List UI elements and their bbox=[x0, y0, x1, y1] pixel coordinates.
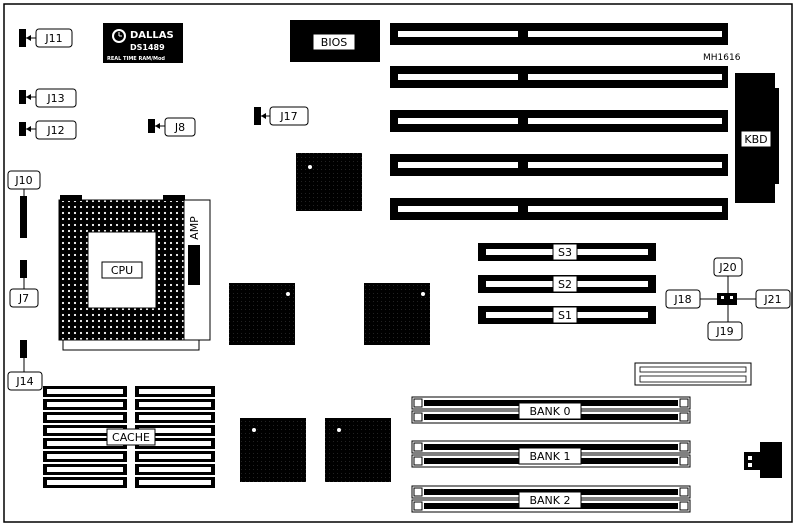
j13-label: J13 bbox=[46, 92, 64, 105]
model-label: MH1616 bbox=[703, 53, 741, 63]
j19-label: J19 bbox=[715, 325, 733, 338]
header-strip bbox=[634, 362, 752, 386]
simm-slot-s1: S1 bbox=[478, 306, 656, 324]
cache-chip bbox=[135, 412, 215, 423]
s1-label: S1 bbox=[558, 309, 572, 322]
jumper-j8: J8 bbox=[148, 117, 196, 137]
cache-chips bbox=[43, 386, 215, 488]
j11-label: J11 bbox=[44, 32, 62, 45]
cache-chip bbox=[43, 438, 127, 449]
cpu-socket: CPU AMP bbox=[58, 195, 211, 351]
cache-chip bbox=[135, 425, 215, 436]
isa-slot bbox=[390, 154, 728, 176]
cache-label: CACHE bbox=[112, 431, 150, 444]
j20-label: J20 bbox=[718, 261, 736, 274]
rtc-part: DS1489 bbox=[130, 43, 165, 52]
s2-label: S2 bbox=[558, 278, 572, 291]
isa-slot bbox=[390, 198, 728, 220]
pga-chip bbox=[364, 283, 430, 345]
cache-chip bbox=[43, 386, 127, 397]
jumper-j10: J10 bbox=[7, 170, 41, 238]
cache-chip bbox=[135, 451, 215, 462]
j17-label: J17 bbox=[279, 110, 297, 123]
jumper-j17: J17 bbox=[254, 106, 309, 126]
amp-label: AMP bbox=[188, 216, 201, 240]
cache-chip bbox=[135, 477, 215, 488]
jumper-j12: J12 bbox=[19, 120, 77, 140]
power-connector bbox=[744, 442, 782, 478]
bank1-label: BANK 1 bbox=[529, 450, 570, 463]
j8-label: J8 bbox=[174, 121, 185, 134]
cache-chip bbox=[135, 438, 215, 449]
pga-chip bbox=[325, 418, 391, 482]
cpu-label: CPU bbox=[111, 264, 133, 277]
jumper-j11: J11 bbox=[19, 28, 73, 48]
rtc-chip: DALLAS DS1489 REAL TIME RAM/Mod bbox=[103, 23, 183, 63]
jumper-j14: J14 bbox=[7, 340, 43, 391]
pga-chip bbox=[240, 418, 306, 482]
bios-chip: BIOS bbox=[290, 20, 380, 62]
isa-slot bbox=[390, 23, 728, 45]
cache-chip bbox=[135, 399, 215, 410]
bios-label: BIOS bbox=[321, 36, 347, 49]
j10-label: J10 bbox=[14, 174, 32, 187]
cache-chip bbox=[43, 451, 127, 462]
cache-chip bbox=[43, 425, 127, 436]
cache-chip bbox=[43, 412, 127, 423]
simm-slot-s2: S2 bbox=[478, 275, 656, 293]
bank2-label: BANK 2 bbox=[529, 494, 570, 507]
keyboard-connector: KBD bbox=[735, 73, 779, 203]
j18-label: J18 bbox=[673, 293, 691, 306]
pga-chip bbox=[229, 283, 295, 345]
rtc-brand: DALLAS bbox=[130, 30, 174, 41]
kbd-label: KBD bbox=[744, 133, 767, 146]
s3-label: S3 bbox=[558, 246, 572, 259]
cache-chip bbox=[43, 464, 127, 475]
cache-chip bbox=[135, 464, 215, 475]
rtc-caption: REAL TIME RAM/Mod bbox=[107, 56, 165, 62]
pga-chip bbox=[296, 153, 362, 211]
jumper-j7: J7 bbox=[9, 260, 39, 308]
cache-chip bbox=[43, 477, 127, 488]
jumper-j13: J13 bbox=[19, 88, 77, 108]
jumper-cluster-j18-j21: J20 J18 J21 J19 bbox=[665, 257, 791, 341]
isa-slots bbox=[390, 23, 728, 220]
j14-label: J14 bbox=[15, 375, 33, 388]
j21-label: J21 bbox=[763, 293, 781, 306]
j12-label: J12 bbox=[46, 124, 64, 137]
isa-slot bbox=[390, 66, 728, 88]
cache-chip bbox=[43, 399, 127, 410]
cache-chip bbox=[135, 386, 215, 397]
bank0-label: BANK 0 bbox=[529, 405, 570, 418]
j7-label: J7 bbox=[18, 292, 29, 305]
isa-slot bbox=[390, 110, 728, 132]
simm-slot-s3: S3 bbox=[478, 243, 656, 261]
